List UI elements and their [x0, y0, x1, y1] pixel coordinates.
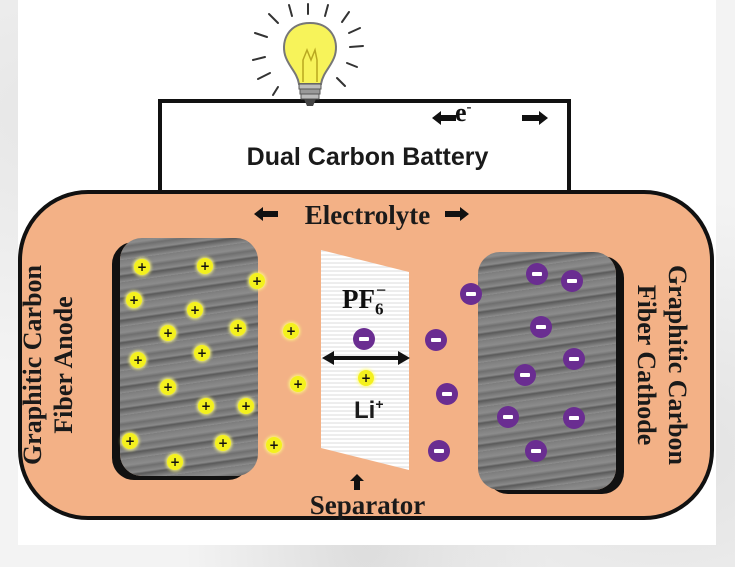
plus-ion-icon: +	[238, 398, 254, 414]
plus-ion-icon: +	[126, 292, 142, 308]
cathode-label-line-1: Graphitic Carbon	[663, 264, 692, 466]
electrolyte-arrow-left	[254, 207, 278, 221]
cathode-electrode	[478, 252, 616, 490]
light-bulb-icon	[252, 3, 364, 106]
electron-symbol: e	[455, 98, 467, 127]
electrolyte-label: Electrolyte	[304, 200, 431, 230]
electron-arrow-left	[432, 111, 456, 125]
minus-ion-icon	[353, 328, 375, 350]
circuit-wire-top	[158, 99, 571, 103]
minus-ion-icon	[563, 348, 585, 370]
cation-charge: +	[375, 396, 384, 412]
plus-ion-icon: +	[122, 433, 138, 449]
plus-ion-icon: +	[134, 259, 150, 275]
separator-label: Separator	[309, 490, 426, 520]
electrolyte-arrow-right	[445, 207, 469, 221]
anion-formula: PF	[342, 284, 375, 314]
electron-label: e-	[455, 98, 472, 128]
plus-ion-icon: +	[358, 370, 374, 386]
ion-transport-double-arrow	[322, 351, 410, 365]
plus-ion-icon: +	[197, 258, 213, 274]
minus-ion-icon	[563, 407, 585, 429]
plus-ion-icon: +	[249, 273, 265, 289]
cation-formula: Li	[354, 397, 376, 424]
minus-ion-icon	[530, 316, 552, 338]
electron-charge: -	[466, 99, 472, 116]
plus-ion-icon: +	[160, 379, 176, 395]
plus-ion-icon: +	[194, 345, 210, 361]
circuit-wire-right	[567, 99, 571, 254]
minus-ion-icon	[497, 406, 519, 428]
minus-ion-icon	[428, 440, 450, 462]
anion-label: PF6−	[342, 280, 386, 319]
electron-arrow-right	[522, 111, 548, 125]
minus-ion-icon	[525, 440, 547, 462]
plus-ion-icon: +	[290, 376, 306, 392]
minus-ion-icon	[460, 283, 482, 305]
separator-pointer-arrow	[350, 474, 364, 490]
minus-ion-icon	[561, 270, 583, 292]
anode-label-line-1: Graphitic Carbon	[18, 264, 47, 466]
plus-ion-icon: +	[130, 352, 146, 368]
anode-label-line-2: Fiber Anode	[49, 296, 78, 434]
plus-ion-icon: +	[160, 325, 176, 341]
minus-ion-icon	[436, 383, 458, 405]
diagram-title: Dual Carbon Battery	[246, 143, 489, 171]
plus-ion-icon: +	[167, 454, 183, 470]
plus-ion-icon: +	[187, 302, 203, 318]
plus-ion-icon: +	[230, 320, 246, 336]
anion-charge: −	[376, 280, 387, 300]
plus-ion-icon: +	[283, 323, 299, 339]
minus-ion-icon	[514, 364, 536, 386]
cathode-label: Graphitic Carbon Fiber Cathode	[631, 245, 693, 485]
anion-subscript: 6	[375, 299, 384, 319]
minus-ion-icon	[425, 329, 447, 351]
cathode-label-line-2: Fiber Cathode	[632, 284, 661, 446]
cation-label: Li+	[354, 396, 384, 425]
anode-label: Graphitic Carbon Fiber Anode	[17, 245, 79, 485]
plus-ion-icon: +	[198, 398, 214, 414]
circuit-wire-left	[158, 99, 162, 242]
plus-ion-icon: +	[215, 435, 231, 451]
minus-ion-icon	[526, 263, 548, 285]
plus-ion-icon: +	[266, 437, 282, 453]
